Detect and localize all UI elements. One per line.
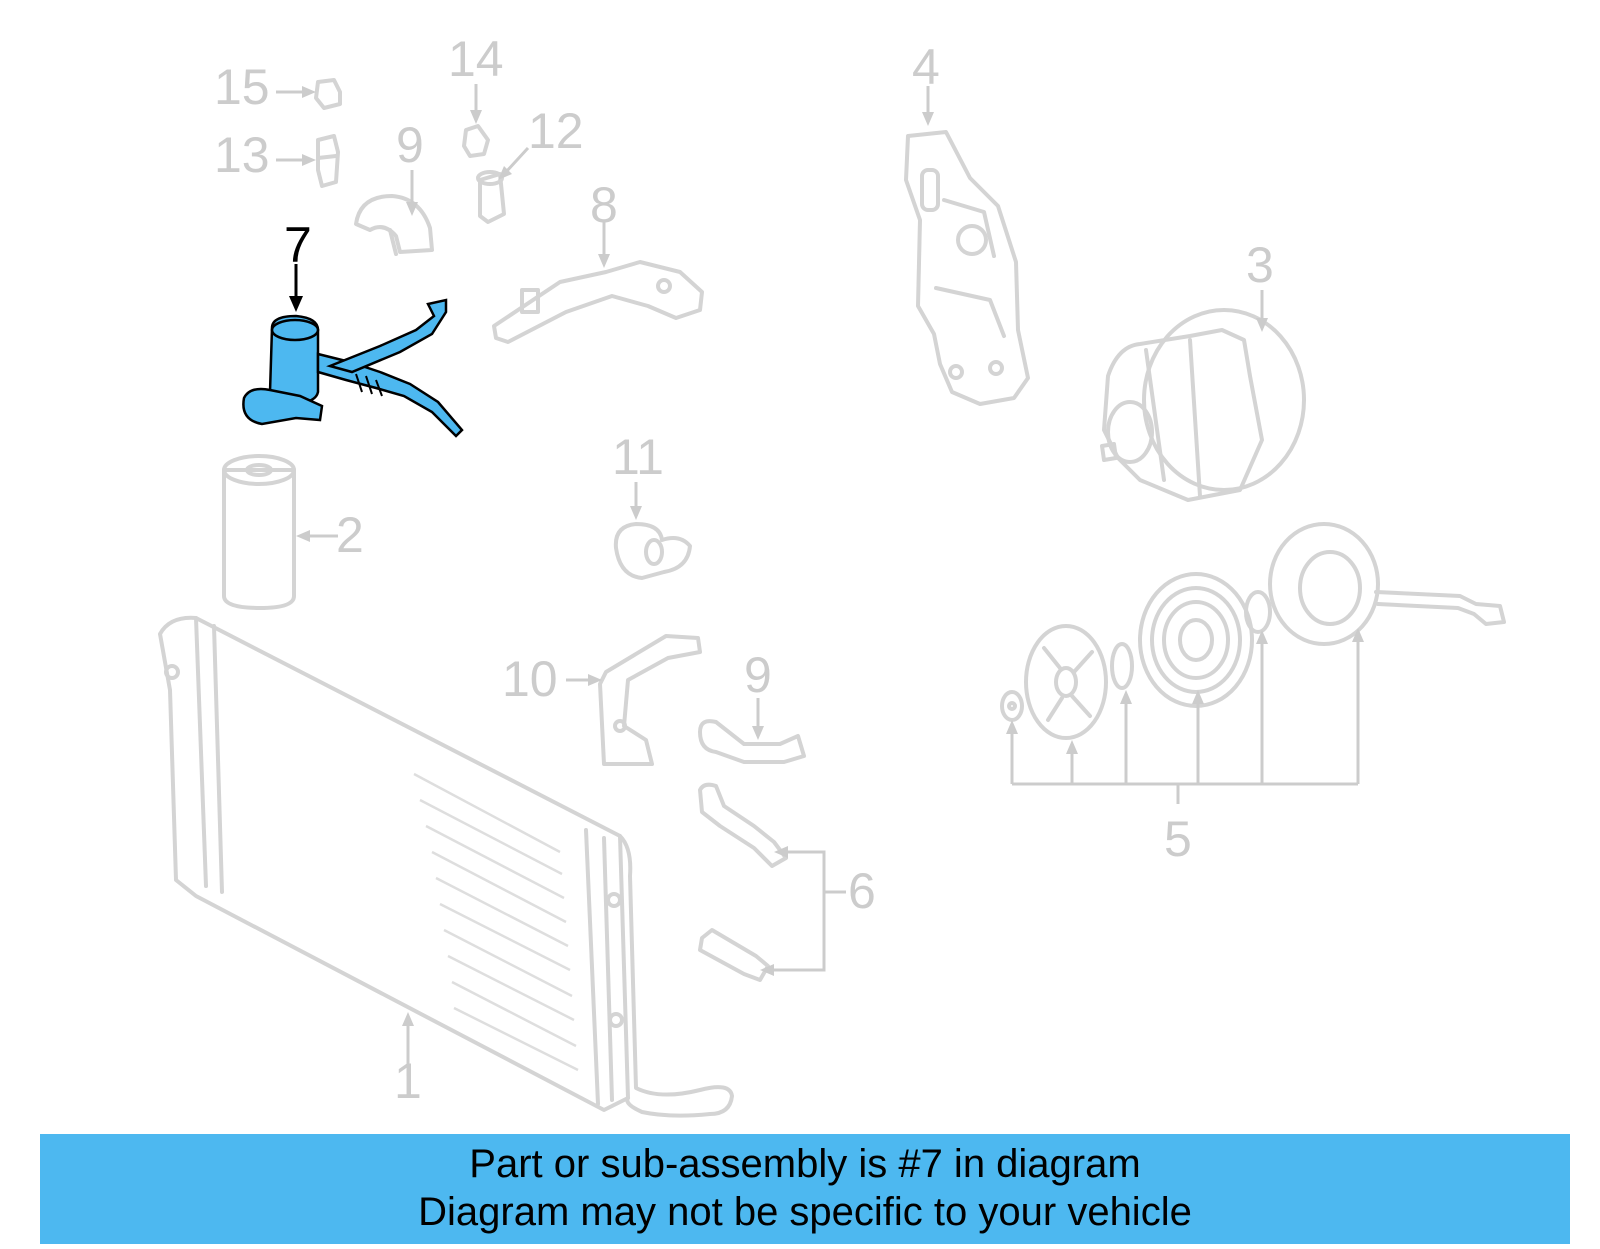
part-3-compressor[interactable] [1100,308,1306,502]
callout-15: 15 [214,59,270,115]
callout-1: 1 [394,1053,422,1109]
part-7-accumulator-hose[interactable] [242,298,464,438]
callout-9-lower: 9 [744,647,772,703]
part-8-bracket[interactable] [492,260,704,344]
part-4-compressor-bracket[interactable] [904,130,1030,406]
callout-10: 10 [502,651,558,707]
callout-13: 13 [214,127,270,183]
banner-disclaimer: Diagram may not be specific to your vehi… [418,1190,1192,1234]
part-9-hose-lower[interactable] [698,719,806,764]
banner-part-notice: Part or sub-assembly is #7 in diagram [469,1142,1141,1186]
callout-6: 6 [848,863,876,919]
callout-11: 11 [612,429,664,485]
part-6-hose-upper[interactable] [698,782,788,868]
callout-12: 12 [528,103,584,159]
part-5-pulley[interactable] [1138,572,1254,708]
part-10-bracket[interactable] [598,634,702,766]
callout-3: 3 [1246,237,1274,293]
part-11-insulator[interactable] [613,522,692,580]
part-2-receiver-drier[interactable] [222,454,296,610]
callout-7: 7 [284,217,312,273]
callout-9-upper: 9 [396,117,424,173]
callout-5: 5 [1164,811,1192,867]
part-6-hose-lower[interactable] [698,928,770,982]
callout-14: 14 [448,31,504,87]
part-5-clutch-washer[interactable] [1000,690,1024,722]
part-5-shim-1[interactable] [1110,642,1134,690]
part-12-valve[interactable] [476,170,506,224]
callout-8: 8 [590,177,618,233]
part-15-nut[interactable] [314,78,342,110]
part-5-clutch-hub[interactable] [1024,624,1108,740]
part-14-cap[interactable] [462,124,490,158]
part-9-insulator-upper[interactable] [354,194,434,256]
part-5-shim-2[interactable] [1244,590,1272,634]
part-13-switch[interactable] [316,134,340,188]
part-1-condenser[interactable] [158,615,734,1118]
callout-2: 2 [336,507,364,563]
info-banner: Part or sub-assembly is #7 in diagram Di… [40,1134,1570,1244]
part-5-field-coil[interactable] [1268,522,1506,646]
callout-4: 4 [912,39,940,95]
